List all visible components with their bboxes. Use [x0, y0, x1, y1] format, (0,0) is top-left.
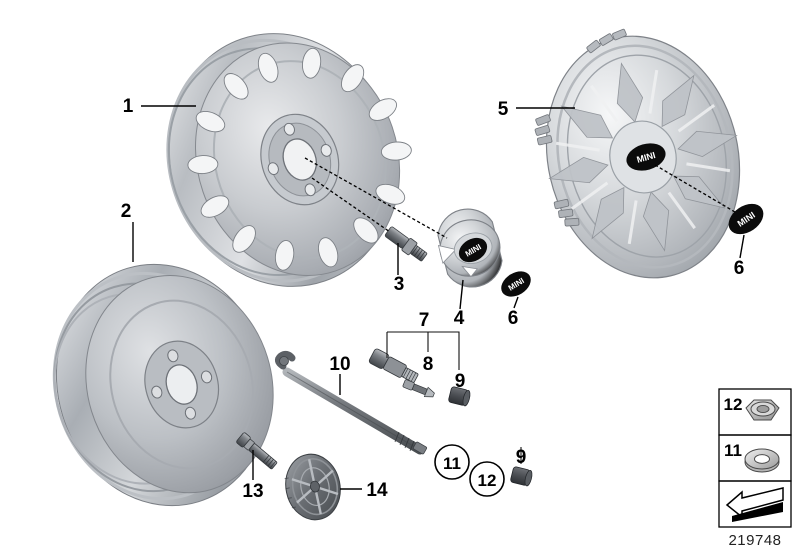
legend-row-symbol	[718, 480, 792, 528]
callout-6-center: 6	[508, 308, 519, 329]
callout-13: 13	[242, 481, 263, 502]
mini-emblem-hubcap-center: MINI	[626, 143, 666, 171]
part-valve-insert	[402, 379, 435, 398]
callout-1: 1	[123, 96, 134, 117]
part-valve-cap-lower	[510, 466, 533, 487]
callout-12-circled: 12	[469, 461, 505, 497]
mini-emblem-hubcap-small: MINI	[458, 237, 488, 263]
callout-2: 2	[121, 201, 132, 222]
mini-emblem-loose-right: MINI	[728, 203, 764, 235]
arrow-direction-symbol-icon	[725, 487, 784, 522]
part-steel-wheel	[166, 33, 412, 287]
callout-12-label: 12	[478, 471, 497, 490]
part-emergency-spare-wheel	[52, 263, 274, 507]
callout-14: 14	[366, 480, 388, 501]
drawing-number: 219748	[728, 532, 781, 549]
callout-5: 5	[498, 99, 509, 120]
callout-8: 8	[423, 354, 434, 375]
callout-7: 7	[419, 310, 430, 331]
legend-number-11: 11	[724, 441, 742, 460]
part-knurled-clamping-knob	[284, 453, 341, 521]
callout-3: 3	[394, 274, 405, 295]
part-valve-cap-upper	[448, 386, 471, 407]
callout-11-label: 11	[443, 454, 461, 473]
leader-lines	[132, 105, 745, 490]
washer-icon	[744, 448, 780, 473]
hex-nut-icon	[745, 399, 780, 421]
assembly-dash-lines	[304, 157, 736, 239]
part-retaining-bolt	[236, 432, 278, 470]
callout-10: 10	[329, 354, 350, 375]
callout-9-lower: 9	[516, 447, 527, 468]
part-threaded-spindle-rod	[274, 350, 427, 455]
callout-11-circled: 11	[434, 444, 470, 480]
callout-9-upper: 9	[455, 371, 466, 392]
callout-labels: 1 2 3 4 5 6 6 7 8 9 9 10 13 14	[121, 96, 745, 502]
mini-emblem-loose-center: MINI	[501, 271, 531, 297]
part-valve-assembly	[368, 348, 419, 383]
legend-box: 12 11 219748	[718, 388, 792, 549]
legend-number-12: 12	[724, 395, 743, 414]
callout-4: 4	[454, 308, 465, 329]
callout-6-right: 6	[734, 258, 745, 279]
